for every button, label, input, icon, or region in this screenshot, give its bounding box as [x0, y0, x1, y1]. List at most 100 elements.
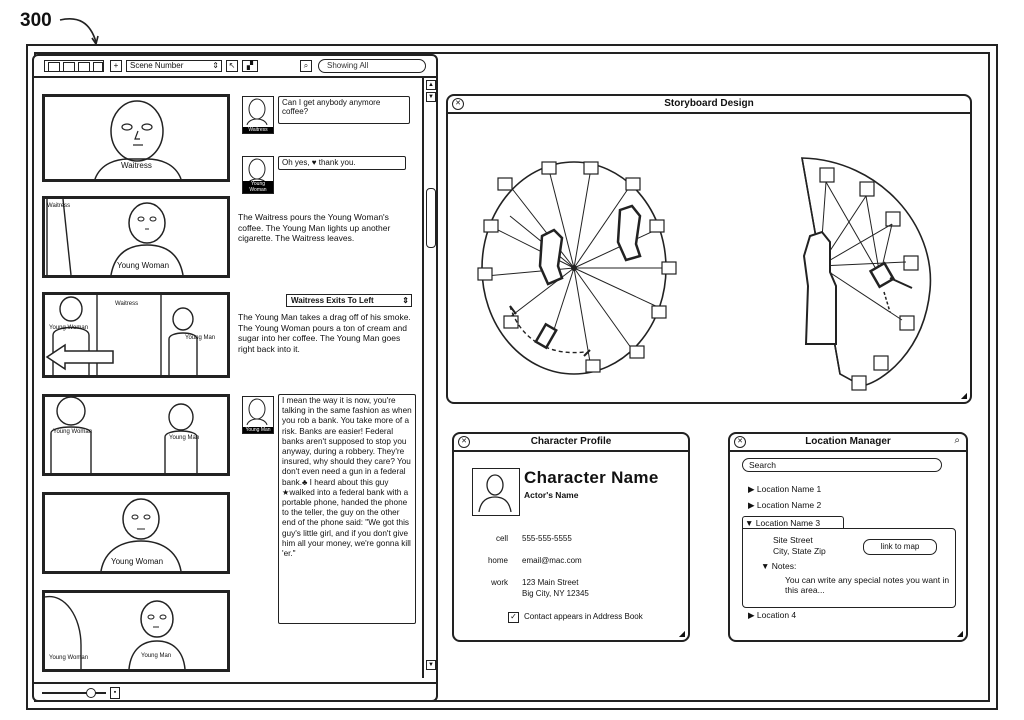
search-icon[interactable]: ⌕ [300, 60, 312, 72]
frame-character-label: Waitress [47, 203, 71, 209]
cursor-icon[interactable]: ↖ [226, 60, 238, 72]
storyboard-diagram [477, 157, 932, 391]
showing-all-search-field[interactable]: Showing All [318, 59, 426, 73]
storyboard-frame-4[interactable]: Young Woman Young Man [42, 394, 230, 476]
avatar-name: Young Man [243, 427, 273, 433]
location-item-1[interactable]: ▶ Location Name 1 [748, 484, 821, 495]
zoom-end-icon[interactable]: ▪ [110, 687, 120, 699]
action-description-2[interactable]: The Young Man takes a drag off of his sm… [238, 312, 411, 354]
location-item-2[interactable]: ▶ Location Name 2 [748, 500, 821, 511]
storyboard-frame-2[interactable]: Waitress Young Woman [42, 196, 230, 278]
character-profile-panel: Character Profile ✕ ◢ Character Name Act… [452, 432, 690, 642]
view-mode-buttons[interactable] [44, 60, 104, 72]
frame-character-label: Young Woman [49, 325, 89, 331]
address-book-checkbox[interactable]: ✓ [508, 612, 519, 623]
person-silhouette-icon [478, 474, 512, 513]
young-man-portrait-icon [246, 398, 268, 426]
stepper-icon: ⇕ [402, 296, 409, 305]
location-item-3-tab[interactable]: ▼ Location Name 3 [742, 516, 844, 529]
location-street: Site Street [773, 535, 813, 545]
three-characters-sketch [45, 295, 198, 375]
work-address-line1[interactable]: 123 Main Street [522, 578, 579, 587]
frame-character-label: Young Woman [117, 261, 170, 270]
location-name: Location 4 [756, 610, 797, 620]
disclosure-right-icon: ▶ [748, 484, 757, 494]
scroll-up-icon[interactable]: ▲ [426, 80, 436, 90]
young-woman-avatar[interactable]: Young Woman [242, 156, 274, 194]
close-icon[interactable]: ✕ [452, 98, 464, 110]
notes-toggle[interactable]: ▼ Notes: [761, 561, 796, 571]
young-woman-closeup-sketch [100, 498, 182, 572]
dialogue-line-2[interactable]: Oh yes, ♥ thank you. [278, 156, 406, 170]
panel-title: Storyboard Design [448, 96, 970, 114]
scene-number-select[interactable]: Scene Number ⇕ [126, 60, 222, 72]
cell-value[interactable]: 555-555-5555 [522, 534, 572, 543]
script-scrollbar[interactable]: ▲ ▼ ▼ [422, 78, 438, 678]
storyboard-design-panel: Storyboard Design ✕ ◢ [446, 94, 972, 404]
frame-character-label: Young Man [169, 435, 200, 441]
young-woman-sketch [46, 198, 184, 276]
over-shoulder-sketch [44, 595, 186, 670]
waitress-sketch [94, 100, 182, 180]
storyboard-frame-6[interactable]: Young Woman Young Man [42, 590, 230, 672]
zoom-slider-knob[interactable] [86, 688, 96, 698]
script-bottom-bar: ▪ [34, 682, 436, 702]
character-photo[interactable] [472, 468, 520, 516]
disclosure-right-icon: ▶ [748, 610, 757, 620]
camera-wedge-right [801, 157, 932, 391]
search-icon[interactable]: ⌕ [954, 435, 960, 446]
link-to-map-button[interactable]: link to map [863, 539, 937, 555]
storyboard-frame-1[interactable]: Waitress [42, 94, 230, 182]
disclosure-down-icon: ▼ [761, 561, 772, 571]
scene-select-label: Scene Number [130, 61, 184, 70]
dialogue-line-1[interactable]: Can I get anybody anymore coffee? [278, 96, 410, 124]
frame-character-label: Young Woman [53, 429, 93, 435]
close-icon[interactable]: ✕ [734, 436, 746, 448]
scroll-thumb[interactable] [426, 188, 436, 248]
close-icon[interactable]: ✕ [458, 436, 470, 448]
transition-select[interactable]: Waitress Exits To Left ⇕ [286, 294, 412, 307]
character-name[interactable]: Character Name [524, 468, 659, 487]
camera-circle-left [477, 161, 677, 375]
location-item-4[interactable]: ▶ Location 4 [748, 610, 796, 621]
action-description-1[interactable]: The Waitress pours the Young Woman's cof… [238, 212, 391, 243]
panel-title: Location Manager [730, 434, 966, 452]
two-shot-sketch [50, 396, 198, 473]
home-label: home [487, 556, 508, 565]
home-value[interactable]: email@mac.com [522, 556, 582, 565]
storyboard-frame-3[interactable]: Waitress Young Man Young Woman [42, 292, 230, 378]
resize-grip-icon[interactable]: ◢ [960, 391, 967, 400]
dialogue-speech[interactable]: I mean the way it is now, you're talking… [278, 394, 416, 624]
waitress-avatar[interactable]: Waitress [242, 96, 274, 134]
frame-character-label: Young Man [185, 335, 216, 341]
script-toolbar: + Scene Number ⇕ ↖ ▞ ⌕ Showing All [34, 56, 436, 78]
script-panel: + Scene Number ⇕ ↖ ▞ ⌕ Showing All ▲ ▼ ▼… [32, 54, 438, 702]
storyboard-frame-5[interactable]: Young Woman [42, 492, 230, 574]
frame-character-label: Young Woman [49, 655, 89, 661]
stepper-icon: ⇕ [212, 61, 219, 70]
panel-title: Character Profile [454, 434, 688, 452]
disclosure-right-icon: ▶ [748, 500, 757, 510]
scroll-down-icon[interactable]: ▼ [426, 92, 436, 102]
resize-grip-icon[interactable]: ◢ [956, 629, 963, 638]
frame-character-label: Young Woman [111, 557, 164, 566]
notes-text[interactable]: You can write any special notes you want… [785, 575, 950, 595]
chart-icon[interactable]: ▞ [242, 60, 258, 72]
work-address-line2[interactable]: Big City, NY 12345 [522, 589, 589, 598]
avatar-name: Young Woman [243, 181, 273, 193]
location-name: Location Name 1 [756, 484, 822, 494]
zoom-slider[interactable] [42, 692, 106, 694]
resize-grip-icon[interactable]: ◢ [678, 629, 685, 638]
location-details: Site Street City, State Zip link to map … [742, 528, 956, 608]
add-icon[interactable]: + [110, 60, 122, 72]
figure-label: 300 [20, 10, 52, 31]
disclosure-down-icon: ▼ [745, 518, 756, 528]
actor-name[interactable]: Actor's Name [524, 490, 579, 500]
work-label: work [491, 578, 508, 587]
location-name: Location Name 2 [756, 500, 822, 510]
young-man-avatar[interactable]: Young Man [242, 396, 274, 434]
location-search-field[interactable]: Search [742, 458, 942, 472]
scroll-down-bottom-icon[interactable]: ▼ [426, 660, 436, 670]
frame-character-label: Waitress [121, 161, 152, 170]
notes-label: Notes: [771, 561, 797, 571]
